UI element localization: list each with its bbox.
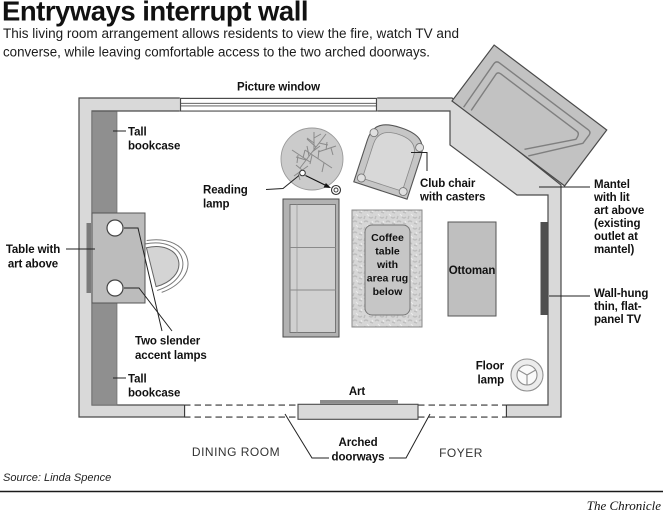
- svg-text:outlet at: outlet at: [594, 231, 638, 243]
- accent-lamp-1: [106, 219, 124, 237]
- coffee-table-label: Coffee table with area rug below: [367, 232, 408, 298]
- svg-text:area rug: area rug: [367, 273, 408, 285]
- ottoman-label: Ottoman: [449, 265, 496, 277]
- svg-text:Tall: Tall: [128, 127, 147, 139]
- caster-icon: [415, 143, 425, 152]
- wall-segment-between-doorways: [297, 403, 419, 420]
- tall-bookcase-bottom: [91, 302, 118, 406]
- page-title: Entryways interrupt wall: [2, 0, 308, 27]
- svg-text:(existing: (existing: [594, 218, 640, 230]
- svg-text:table: table: [375, 246, 400, 258]
- svg-text:bookcase: bookcase: [128, 141, 180, 153]
- tall-bookcase-bottom-label: Tall bookcase: [128, 374, 180, 400]
- svg-text:Arched: Arched: [338, 437, 377, 449]
- caster-icon: [356, 173, 366, 183]
- reading-lamp-icon: [299, 169, 342, 196]
- picture-window-label: Picture window: [237, 82, 320, 94]
- subtitle-line-1: This living room arrangement allows resi…: [3, 26, 459, 41]
- floor-lamp-icon: [510, 358, 544, 392]
- ottoman: [447, 221, 497, 317]
- svg-text:panel TV: panel TV: [594, 314, 642, 326]
- side-chair: [145, 239, 189, 293]
- svg-text:art above: art above: [594, 205, 644, 217]
- flat-panel-tv-label: Wall-hung thin, flat- panel TV: [594, 288, 648, 326]
- table-with-art: [91, 212, 146, 304]
- svg-text:lamp: lamp: [203, 199, 230, 211]
- svg-text:Club chair: Club chair: [420, 178, 476, 190]
- svg-text:with casters: with casters: [419, 192, 485, 204]
- svg-text:bookcase: bookcase: [128, 388, 180, 400]
- svg-text:below: below: [373, 286, 404, 298]
- svg-text:with: with: [376, 259, 398, 271]
- svg-text:Two slender: Two slender: [135, 336, 201, 348]
- potted-plant: [280, 127, 344, 191]
- tall-bookcase-top-label: Tall bookcase: [128, 127, 180, 153]
- leader-lines: [66, 130, 590, 459]
- reading-lamp-label: Reading lamp: [203, 185, 248, 211]
- svg-text:accent lamps: accent lamps: [135, 350, 207, 362]
- svg-text:lamp: lamp: [478, 375, 505, 387]
- mantel-label: Mantel with lit art above (existing outl…: [593, 179, 644, 256]
- svg-text:doorways: doorways: [332, 452, 385, 464]
- accent-lamps-label: Two slender accent lamps: [135, 336, 207, 363]
- svg-text:Reading: Reading: [203, 185, 248, 197]
- club-chair: [353, 124, 425, 200]
- caster-icon: [398, 187, 408, 197]
- accent-lamp-2: [106, 279, 124, 297]
- arched-doorway-foyer: [418, 403, 507, 419]
- art-on-bottom-wall: [320, 400, 398, 404]
- sofa: [282, 198, 340, 338]
- svg-text:Tall: Tall: [128, 374, 147, 386]
- arched-doorways-label: Arched doorways: [332, 437, 385, 464]
- svg-text:thin, flat-: thin, flat-: [594, 301, 642, 313]
- subtitle-line-2: converse, while leaving comfortable acce…: [3, 45, 430, 60]
- flat-panel-tv: [540, 222, 548, 315]
- coffee-table: [364, 224, 411, 316]
- foyer-label: FOYER: [439, 446, 483, 460]
- plant-foliage-icon: [291, 132, 337, 181]
- tall-bookcase-top: [91, 111, 118, 214]
- svg-text:Table with: Table with: [6, 244, 60, 256]
- svg-text:Coffee: Coffee: [371, 232, 404, 244]
- art-on-left-wall: [86, 223, 91, 293]
- dining-room-label: DINING ROOM: [192, 445, 280, 459]
- caster-icon: [369, 128, 379, 138]
- room-walls: [78, 97, 562, 418]
- svg-text:Mantel: Mantel: [594, 179, 630, 191]
- fireplace-mantel: [451, 44, 608, 187]
- picture-window: [179, 97, 378, 112]
- table-with-art-label: Table with art above: [6, 244, 61, 271]
- svg-text:mantel): mantel): [594, 244, 634, 256]
- svg-text:Wall-hung: Wall-hung: [594, 288, 648, 300]
- art-label: Art: [349, 386, 366, 398]
- svg-text:with lit: with lit: [593, 192, 630, 204]
- svg-text:art above: art above: [8, 259, 58, 271]
- club-chair-label: Club chair with casters: [419, 178, 485, 204]
- publication-credit: The Chronicle: [587, 498, 661, 513]
- svg-text:Floor: Floor: [476, 361, 505, 373]
- arched-doorway-dining: [184, 403, 298, 419]
- floor-lamp-label: Floor lamp: [476, 361, 505, 387]
- source-credit: Source: Linda Spence: [3, 472, 111, 484]
